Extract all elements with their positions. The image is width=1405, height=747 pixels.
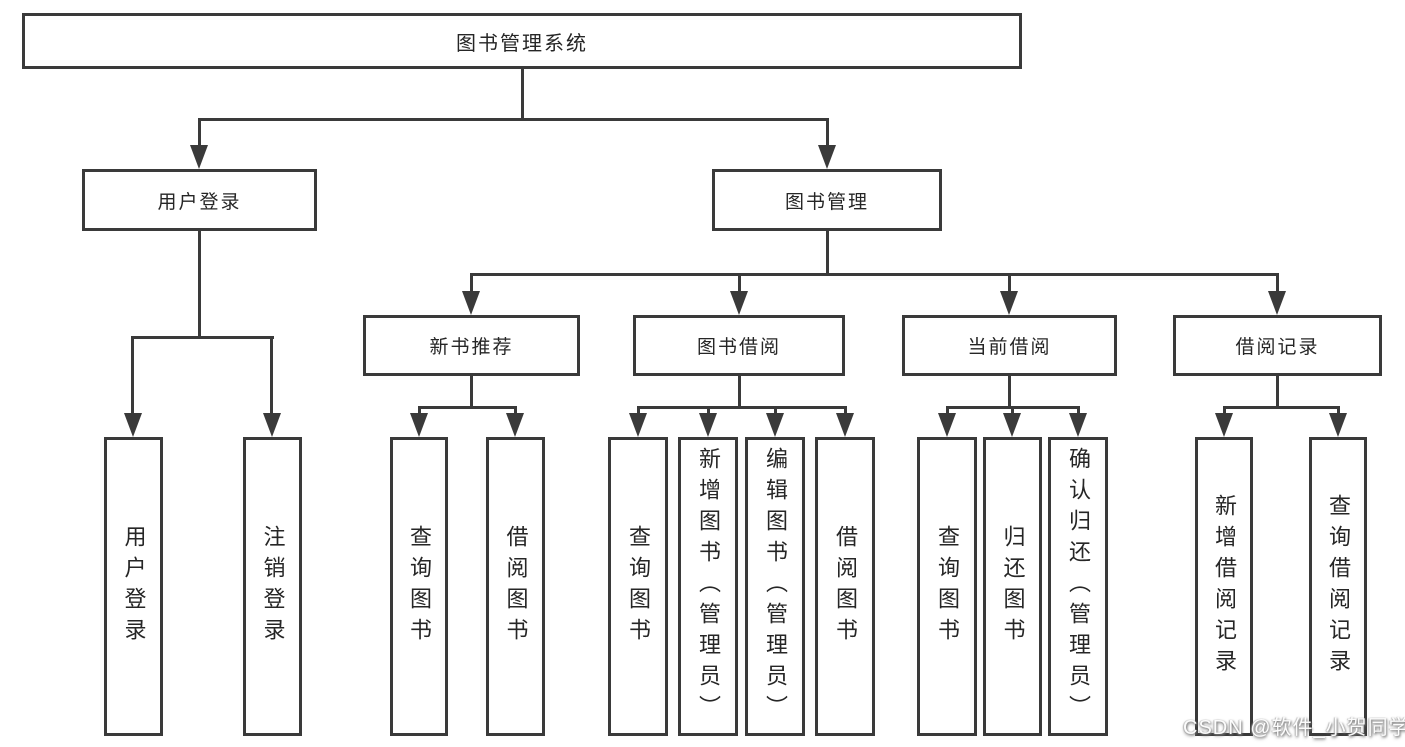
connector-line (946, 406, 949, 416)
leaf-borrow-books: 借阅图书 (815, 437, 875, 736)
connector-line (470, 376, 473, 406)
connector-line (826, 118, 829, 146)
arrow-down-icon (629, 413, 647, 437)
leaf-label: 新增借阅记录 (1212, 493, 1237, 680)
arrow-down-icon (1069, 413, 1087, 437)
leaf-label: 新增图书（管理员） (696, 447, 721, 726)
connector-line (637, 406, 640, 416)
arrow-down-icon (190, 145, 208, 169)
connector-line (1011, 406, 1014, 416)
connector-line (1276, 273, 1279, 292)
arrow-down-icon (506, 413, 524, 437)
arrow-down-icon (818, 145, 836, 169)
connector-line (774, 406, 777, 416)
connector-line (198, 118, 829, 121)
connector-line (707, 406, 710, 416)
leaf-add-borrow-record: 新增借阅记录 (1195, 437, 1253, 736)
node-new-book-recommend: 新书推荐 (363, 315, 580, 376)
arrow-down-icon (730, 291, 748, 315)
node-root-label: 图书管理系统 (456, 32, 588, 55)
connector-line (132, 336, 274, 339)
connector-line (1223, 406, 1340, 409)
connector-line (131, 336, 134, 414)
arrow-down-icon (410, 413, 428, 437)
connector-line (1337, 406, 1340, 416)
arrow-down-icon (263, 413, 281, 437)
leaf-label: 查询图书 (935, 524, 960, 649)
connector-line (521, 69, 524, 118)
node-current-borrow: 当前借阅 (902, 315, 1117, 376)
connector-line (1008, 376, 1011, 406)
connector-line (738, 273, 741, 292)
node-user-login-label: 用户登录 (157, 191, 242, 213)
connector-line (738, 376, 741, 406)
leaf-query-books-current: 查询图书 (917, 437, 977, 736)
connector-line (418, 406, 421, 416)
arrow-down-icon (1003, 413, 1021, 437)
connector-line (470, 273, 473, 292)
leaf-borrow-books-recommend: 借阅图书 (486, 437, 545, 736)
leaf-query-books-borrow: 查询图书 (608, 437, 668, 736)
node-book-management-label: 图书管理 (784, 191, 869, 213)
node-book-management: 图书管理 (712, 169, 942, 231)
leaf-query-books-recommend: 查询图书 (390, 437, 448, 736)
leaf-label: 借阅图书 (833, 524, 858, 649)
connector-line (1223, 406, 1226, 416)
node-borrow-records: 借阅记录 (1173, 315, 1382, 376)
node-root: 图书管理系统 (22, 13, 1022, 69)
leaf-logout: 注销登录 (243, 437, 302, 736)
connector-line (1077, 406, 1080, 416)
connector-line (470, 273, 1278, 276)
connector-line (637, 406, 847, 409)
leaf-label: 查询图书 (407, 524, 432, 649)
arrow-down-icon (699, 413, 717, 437)
leaf-return-books: 归还图书 (983, 437, 1042, 736)
arrow-down-icon (462, 291, 480, 315)
leaf-add-books-admin: 新增图书（管理员） (678, 437, 738, 736)
node-user-login: 用户登录 (82, 169, 317, 231)
leaf-label: 确认归还（管理员） (1066, 447, 1091, 726)
arrow-down-icon (766, 413, 784, 437)
arrow-down-icon (1329, 413, 1347, 437)
arrow-down-icon (1268, 291, 1286, 315)
connector-line (826, 231, 829, 273)
leaf-label: 注销登录 (260, 524, 286, 649)
node-new-book-recommend-label: 新书推荐 (429, 337, 514, 358)
leaf-label: 借阅图书 (503, 524, 529, 649)
arrow-down-icon (1215, 413, 1233, 437)
node-current-borrow-label: 当前借阅 (967, 337, 1052, 358)
connector-line (198, 118, 201, 146)
connector-line (514, 406, 517, 416)
leaf-label: 查询图书 (626, 524, 651, 649)
leaf-label: 编辑图书（管理员） (763, 447, 788, 726)
leaf-user-login: 用户登录 (104, 437, 163, 736)
leaf-label: 归还图书 (1000, 524, 1026, 649)
leaf-query-borrow-record: 查询借阅记录 (1309, 437, 1367, 736)
arrow-down-icon (1000, 291, 1018, 315)
node-book-borrow: 图书借阅 (633, 315, 845, 376)
leaf-confirm-return-admin: 确认归还（管理员） (1048, 437, 1108, 736)
connector-line (1276, 376, 1279, 406)
connector-line (844, 406, 847, 416)
arrow-down-icon (938, 413, 956, 437)
leaf-edit-books-admin: 编辑图书（管理员） (745, 437, 805, 736)
watermark: CSDN @软件_小贺同学 (1183, 717, 1405, 739)
leaf-label: 用户登录 (121, 524, 147, 649)
node-borrow-records-label: 借阅记录 (1235, 337, 1320, 358)
connector-line (1008, 273, 1011, 292)
leaf-label: 查询借阅记录 (1326, 493, 1351, 680)
arrow-down-icon (124, 413, 142, 437)
node-book-borrow-label: 图书借阅 (696, 337, 781, 358)
arrow-down-icon (836, 413, 854, 437)
connector-line (270, 336, 273, 414)
connector-line (198, 231, 201, 336)
connector-line (418, 406, 517, 409)
